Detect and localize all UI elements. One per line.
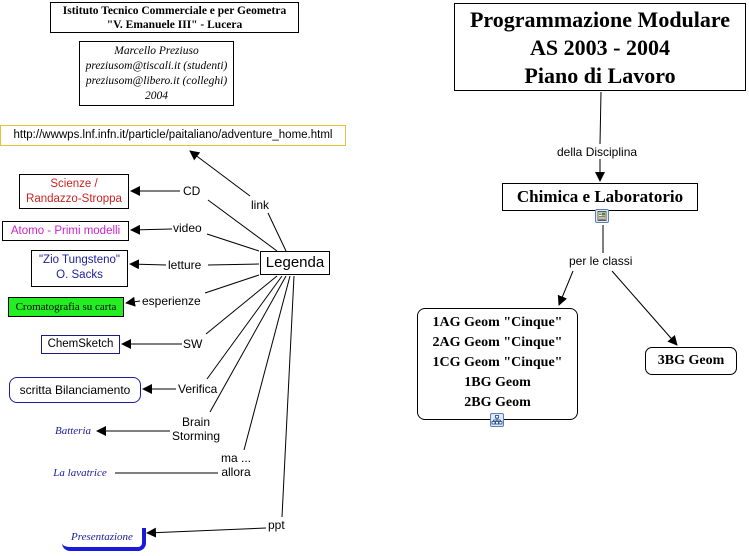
- root-programmazione-node[interactable]: Programmazione Modulare AS 2003 - 2004 P…: [454, 3, 746, 91]
- url-node[interactable]: http://wwwps.lnf.infn.it/particle/paital…: [0, 125, 346, 146]
- line-video-atomo: [130, 224, 173, 235]
- brain-line-1: Brain: [182, 415, 211, 429]
- author-name: Marcello Preziuso: [114, 45, 199, 57]
- link-label-ppt[interactable]: ppt: [268, 518, 285, 532]
- line-hub-ma: [243, 275, 291, 451]
- school-node[interactable]: Istituto Tecnico Commerciale e per Geome…: [50, 2, 299, 33]
- link-label-della-disciplina[interactable]: della Disciplina: [557, 145, 638, 159]
- presentazione-node[interactable]: Presentazione: [62, 528, 146, 551]
- line-hub-esperienze: [204, 274, 260, 294]
- link-label-link[interactable]: link: [251, 198, 270, 212]
- class-1cg: 1CG Geom "Cinque": [432, 355, 563, 370]
- author-node[interactable]: Marcello Preziuso preziusom@tiscali.it (…: [79, 41, 234, 106]
- school-line-1: Istituto Tecnico Commerciale e per Geome…: [62, 5, 287, 17]
- lavatrice-node[interactable]: La lavatrice: [53, 467, 107, 479]
- line-hub-cd: [207, 199, 278, 252]
- line-esperienze-croma: [125, 296, 141, 307]
- author-email-students: preziusom@tiscali.it (studenti): [85, 60, 228, 72]
- root-line-2: AS 2003 - 2004: [530, 35, 670, 60]
- root-line-3: Piano di Lavoro: [524, 63, 676, 88]
- cromatografia-node[interactable]: Cromatografia su carta: [8, 297, 124, 317]
- class-1ag: 1AG Geom "Cinque": [432, 315, 563, 330]
- brain-line-2: Storming: [172, 429, 221, 443]
- batteria-node[interactable]: Batteria: [54, 425, 92, 437]
- resource-document-icon[interactable]: [595, 209, 609, 223]
- link-label-sw[interactable]: SW: [183, 337, 203, 351]
- link-label-brain-storming[interactable]: Brain Storming: [172, 415, 221, 443]
- author-year: 2004: [145, 90, 168, 102]
- classes-group-node[interactable]: 1AG Geom "Cinque" 2AG Geom "Cinque" 1CG …: [417, 308, 578, 420]
- line-link-url: [189, 150, 251, 197]
- line-letture-zio: [129, 259, 167, 270]
- zio-line-1: "Zio Tungsteno": [38, 254, 121, 266]
- line-hub-verifica: [206, 275, 283, 380]
- line-hub-ppt: [281, 275, 295, 518]
- zio-tungsteno-node[interactable]: "Zio Tungsteno" O. Sacks: [31, 250, 128, 287]
- line-classi-3bg: [611, 270, 678, 346]
- scienze-node[interactable]: Scienze / Randazzo-Stroppa: [19, 174, 129, 209]
- line-hub-letture: [207, 263, 260, 266]
- author-email-colleagues: preziusom@libero.it (colleghi): [85, 75, 228, 87]
- link-label-video[interactable]: video: [173, 221, 202, 235]
- zio-line-2: O. Sacks: [56, 269, 103, 281]
- scritta-bilanciamento-node[interactable]: scritta Bilanciamento: [9, 377, 141, 403]
- line-classi-group: [557, 270, 574, 306]
- root-line-1: Programmazione Modulare: [469, 7, 731, 32]
- line-hub-brain: [209, 275, 287, 413]
- link-label-per-le-classi[interactable]: per le classi: [569, 254, 633, 268]
- class-1bg: 1BG Geom: [464, 375, 531, 390]
- chemsketch-node[interactable]: ChemSketch: [41, 335, 120, 354]
- line-hub-sw: [205, 275, 278, 335]
- atomo-node[interactable]: Atomo - Primi modelli: [2, 221, 129, 241]
- line-ppt-present: [146, 527, 267, 538]
- line-hub-link: [267, 212, 287, 252]
- submap-icon[interactable]: [490, 413, 504, 427]
- scienze-line-1: Scienze /: [50, 178, 98, 190]
- link-label-letture[interactable]: letture: [168, 258, 202, 272]
- line-root-disc: [599, 91, 602, 145]
- link-label-cd[interactable]: CD: [183, 184, 201, 198]
- line-hub-video: [206, 233, 260, 252]
- legenda-hub-node[interactable]: Legenda: [260, 251, 330, 275]
- class-3bg-node[interactable]: 3BG Geom: [645, 347, 737, 375]
- school-line-2: "V. Emanuele III" - Lucera: [106, 19, 243, 31]
- ma-line-1: ma ...: [221, 451, 252, 465]
- scienze-line-2: Randazzo-Stroppa: [26, 193, 122, 205]
- link-label-verifica[interactable]: Verifica: [178, 382, 218, 396]
- link-label-ma-allora[interactable]: ma ... allora: [221, 451, 252, 479]
- chimica-node[interactable]: Chimica e Laboratorio: [502, 183, 698, 211]
- ma-line-2: allora: [221, 465, 251, 479]
- class-2bg: 2BG Geom: [464, 395, 531, 410]
- link-label-esperienze[interactable]: esperienze: [142, 294, 201, 308]
- class-2ag: 2AG Geom "Cinque": [432, 335, 563, 350]
